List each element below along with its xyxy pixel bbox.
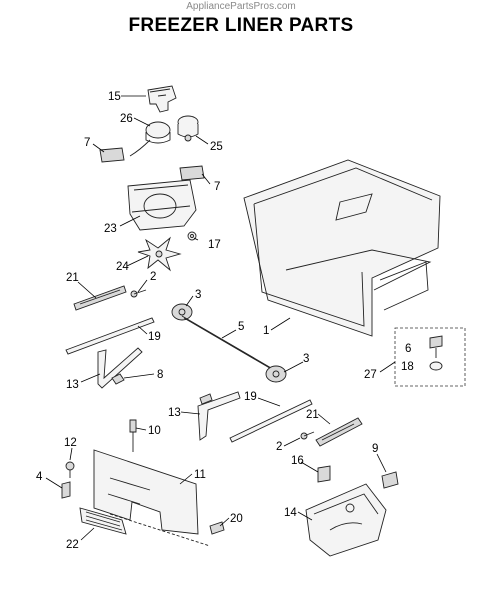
callout-2-right: 2 [276, 441, 282, 453]
callout-15: 15 [108, 91, 121, 103]
callout-1: 1 [263, 325, 269, 337]
part-9-cap[interactable] [381, 471, 399, 489]
callout-20: 20 [230, 513, 243, 525]
part-5-shaft[interactable] [181, 315, 281, 375]
callout-18: 18 [401, 361, 414, 373]
callout-26: 26 [120, 113, 133, 125]
part-27-assembly-box [394, 327, 466, 387]
callout-12: 12 [64, 437, 77, 449]
callout-3-right: 3 [303, 353, 309, 365]
part-16-damper[interactable] [317, 465, 331, 483]
callout-19-right: 19 [244, 391, 257, 403]
part-23-fan-housing[interactable] [127, 179, 197, 231]
part-7-foam-pad-right[interactable] [179, 165, 205, 181]
callout-9: 9 [372, 443, 378, 455]
callout-10: 10 [148, 425, 161, 437]
callout-5: 5 [238, 321, 244, 333]
part-8-clip[interactable] [111, 373, 213, 405]
callout-21-right: 21 [306, 409, 319, 421]
part-1-freezer-liner[interactable] [243, 159, 441, 337]
callout-11: 11 [194, 469, 206, 481]
part-26-fan-motor[interactable] [129, 121, 171, 157]
part-19-slide-rail-left[interactable] [65, 317, 155, 355]
part-2-screw-right[interactable] [300, 431, 315, 440]
callout-16: 16 [291, 455, 304, 467]
part-25-fan-motor[interactable] [177, 115, 199, 142]
part-19-slide-rail-right[interactable] [229, 399, 313, 443]
part-20-seal-strip[interactable] [109, 513, 225, 547]
part-21-light-bar-left[interactable] [73, 285, 127, 311]
callout-14: 14 [284, 507, 297, 519]
part-22-vent-grille[interactable] [79, 507, 127, 535]
callout-7-left: 7 [84, 137, 90, 149]
callout-17: 17 [208, 239, 221, 251]
part-13-slide-bracket-left[interactable] [97, 347, 143, 389]
callout-6: 6 [405, 343, 411, 355]
part-18-ring[interactable] [429, 361, 443, 371]
part-7-foam-pad-left[interactable] [99, 147, 125, 163]
callout-13-right: 13 [168, 407, 181, 419]
callout-23: 23 [104, 223, 117, 235]
callout-4: 4 [36, 471, 43, 483]
diagram-title: FREEZER LINER PARTS [128, 15, 354, 36]
callout-21-left: 21 [66, 272, 79, 284]
watermark: AppliancePartsPros.com [186, 1, 296, 12]
part-24-fan-blade[interactable] [137, 236, 182, 272]
callout-27: 27 [364, 369, 377, 381]
callout-8: 8 [157, 369, 163, 381]
part-12-screw[interactable] [65, 461, 75, 478]
callout-24: 24 [116, 261, 129, 273]
callout-13-left: 13 [66, 379, 79, 391]
part-14-lower-housing[interactable] [305, 483, 387, 557]
part-11-rear-panel[interactable] [93, 449, 199, 535]
part-2-screw-left[interactable] [130, 289, 147, 298]
part-13-slide-bracket-right[interactable] [197, 391, 241, 441]
callout-22: 22 [66, 539, 79, 551]
part-6-fitting[interactable] [429, 335, 443, 358]
part-4-bracket[interactable] [61, 481, 71, 499]
callout-3-left: 3 [195, 289, 201, 301]
callout-7-right: 7 [214, 181, 220, 193]
part-3-bearing-right[interactable] [265, 365, 287, 383]
part-15-bracket[interactable] [147, 85, 177, 113]
callout-25: 25 [210, 141, 223, 153]
part-10-sensor[interactable] [129, 419, 137, 452]
callout-2-left: 2 [150, 271, 156, 283]
part-3-bearing-left[interactable] [171, 303, 193, 321]
callout-19-left: 19 [148, 331, 161, 343]
part-21-light-bar-right[interactable] [315, 417, 363, 447]
